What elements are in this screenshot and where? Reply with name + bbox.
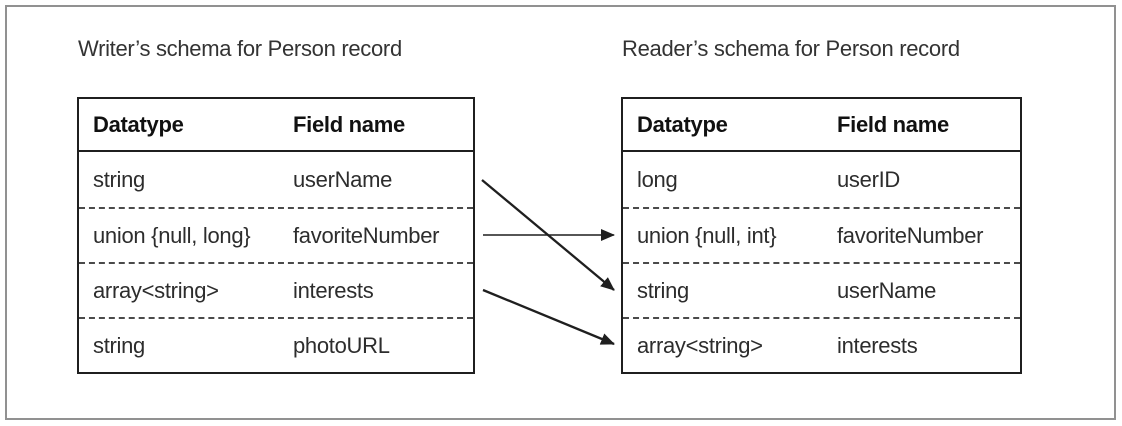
- reader-row-favoritenumber-field: favoriteNumber: [837, 222, 984, 248]
- writer-row-favoritenumber-field: favoriteNumber: [293, 222, 440, 248]
- writer-row-photourl-datatype: string: [93, 332, 145, 358]
- reader-header-datatype: Datatype: [637, 111, 728, 137]
- reader-header-fieldname: Field name: [837, 111, 949, 137]
- reader-row-userid-field: userID: [837, 166, 900, 192]
- reader-table-header: Datatype Field name: [623, 99, 1020, 152]
- writer-row-username-field: userName: [293, 166, 393, 192]
- writer-row-photourl: string photoURL: [79, 317, 473, 372]
- writer-row-photourl-field: photoURL: [293, 332, 390, 358]
- writer-header-datatype: Datatype: [93, 111, 184, 137]
- reader-schema-table: Datatype Field name long userID union {n…: [621, 97, 1022, 374]
- reader-row-interests: array<string> interests: [623, 317, 1020, 372]
- reader-row-favoritenumber-datatype: union {null, int}: [637, 222, 777, 248]
- reader-schema-title: Reader’s schema for Person record: [622, 36, 960, 61]
- writer-table-header: Datatype Field name: [79, 99, 473, 152]
- writer-schema-table: Datatype Field name string userName unio…: [77, 97, 475, 374]
- writer-row-username-datatype: string: [93, 166, 145, 192]
- writer-row-username: string userName: [79, 152, 473, 207]
- reader-row-username-field: userName: [837, 277, 937, 303]
- reader-row-username: string userName: [623, 262, 1020, 317]
- writer-row-favoritenumber-datatype: union {null, long}: [93, 222, 251, 248]
- writer-row-interests-field: interests: [293, 277, 374, 303]
- reader-row-interests-field: interests: [837, 332, 918, 358]
- reader-row-userid: long userID: [623, 152, 1020, 207]
- writer-header-fieldname: Field name: [293, 111, 405, 137]
- writer-schema-title: Writer’s schema for Person record: [78, 36, 402, 61]
- reader-row-userid-datatype: long: [637, 166, 678, 192]
- writer-row-favoritenumber: union {null, long} favoriteNumber: [79, 207, 473, 262]
- reader-row-interests-datatype: array<string>: [637, 332, 763, 358]
- reader-row-favoritenumber: union {null, int} favoriteNumber: [623, 207, 1020, 262]
- writer-row-interests-datatype: array<string>: [93, 277, 219, 303]
- writer-row-interests: array<string> interests: [79, 262, 473, 317]
- reader-row-username-datatype: string: [637, 277, 689, 303]
